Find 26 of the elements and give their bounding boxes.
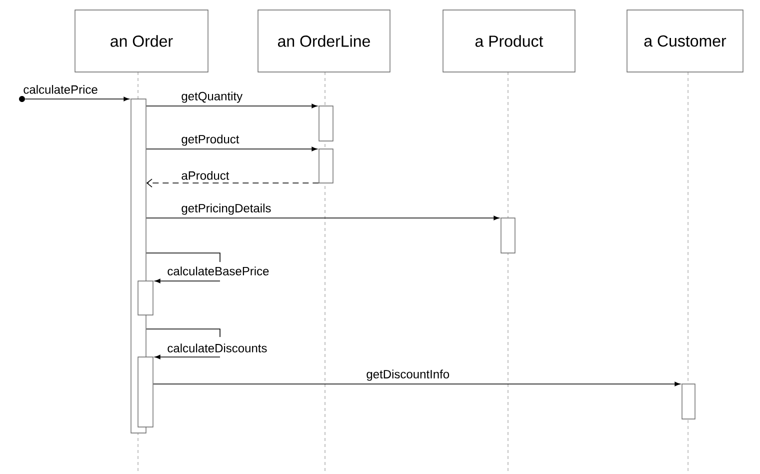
activation-bar bbox=[138, 280, 154, 316]
activation-bar bbox=[500, 218, 516, 254]
activation-bar bbox=[138, 356, 154, 428]
message-arrow bbox=[146, 178, 320, 188]
message-arrow bbox=[152, 382, 680, 386]
object-box: an Order bbox=[74, 10, 208, 72]
message-label: getPricingDetails bbox=[180, 202, 272, 216]
message-label: getProduct bbox=[180, 134, 240, 147]
message-arrow bbox=[146, 328, 220, 360]
message-label: calculateDiscounts bbox=[166, 342, 268, 354]
message-label: getDiscountInfo bbox=[365, 368, 451, 382]
object-box: a Product bbox=[442, 10, 576, 72]
message-arrow bbox=[146, 104, 318, 108]
message-arrow bbox=[24, 96, 130, 102]
message-label: aProduct bbox=[180, 170, 230, 181]
message-label: getQuantity bbox=[180, 90, 244, 104]
message-arrow bbox=[146, 252, 220, 284]
activation-bar bbox=[682, 384, 696, 420]
message-arrow bbox=[146, 146, 318, 152]
message-label: calculateBasePrice bbox=[166, 266, 270, 276]
object-box: a Customer bbox=[626, 10, 744, 72]
activation-bar bbox=[318, 148, 334, 184]
message-arrow bbox=[146, 216, 500, 220]
object-box: an OrderLine bbox=[258, 10, 390, 72]
activation-bar bbox=[318, 106, 334, 142]
message-label: calculatePrice bbox=[22, 84, 99, 95]
